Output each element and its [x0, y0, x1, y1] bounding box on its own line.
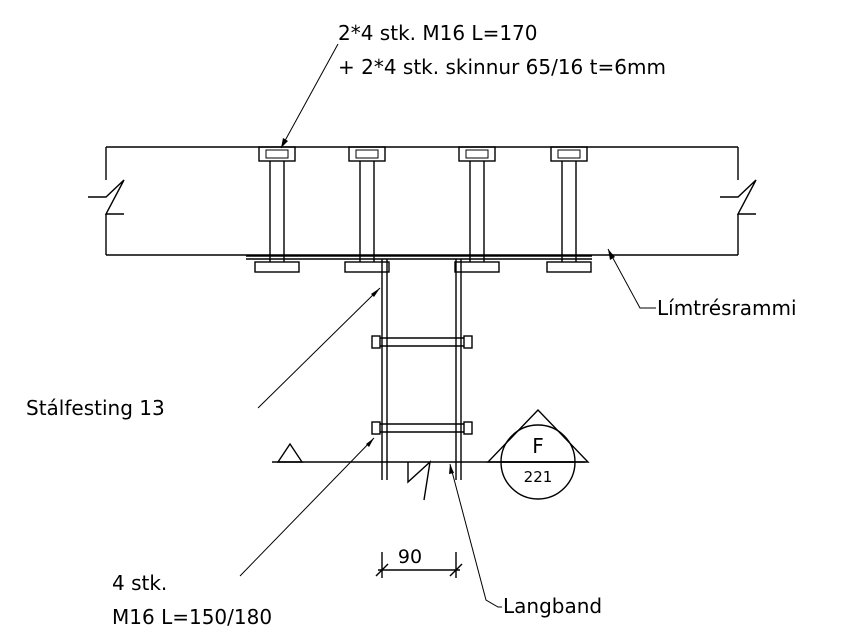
bracket-bolts: [371, 335, 473, 435]
dimension-value: 90: [398, 546, 422, 568]
bolt: [371, 421, 473, 435]
top-bolts: [254, 146, 592, 273]
bottom-callout-line2: M16 L=150/180: [112, 605, 272, 629]
glulam-beam: [88, 146, 757, 256]
bolt: [254, 146, 300, 273]
bracket-label: Stálfesting 13: [26, 396, 165, 420]
section-number: 221: [524, 468, 553, 486]
leader-lines: [239, 43, 656, 608]
top-callout-line1: 2*4 stk. M16 L=170: [338, 21, 538, 45]
bolt: [454, 146, 500, 273]
section-letter: F: [532, 434, 544, 458]
bolt: [344, 146, 390, 273]
beam-label: Límtrésrammi: [657, 296, 797, 320]
bolt: [371, 335, 473, 349]
bottom-callout-line1: 4 stk.: [112, 571, 167, 595]
purlin-label: Langband: [503, 594, 602, 618]
section-marker: F 221: [486, 408, 590, 500]
dimension-90: 90: [375, 546, 463, 578]
steel-bracket: [246, 255, 592, 480]
top-callout-line2: + 2*4 stk. skinnur 65/16 t=6mm: [338, 55, 666, 79]
bolt: [546, 146, 592, 273]
